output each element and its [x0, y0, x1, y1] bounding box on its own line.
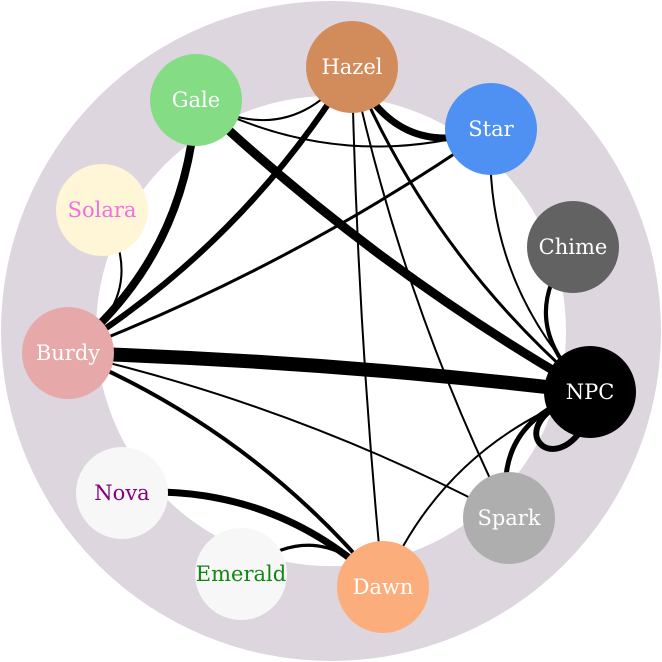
node-nova-label: Nova [94, 481, 149, 505]
node-star: Star [445, 83, 537, 175]
node-gale: Gale [150, 54, 242, 146]
node-npc-circle [544, 346, 636, 438]
edge-npc-npc [533, 401, 583, 452]
edge-burdy-dawn [66, 351, 385, 589]
node-dawn: Dawn [337, 541, 429, 633]
node-chime: Chime [527, 201, 619, 293]
node-emerald-label: Emerald [196, 562, 286, 586]
edge-star-burdy [66, 127, 493, 355]
node-dawn-circle [337, 541, 429, 633]
node-solara: Solara [56, 164, 148, 256]
node-npc-label: NPC [566, 380, 615, 404]
node-chime-circle [527, 201, 619, 293]
node-chime-label: Chime [539, 235, 608, 259]
node-npc: NPC [544, 346, 636, 438]
edge-hazel-burdy [65, 64, 355, 356]
node-star-circle [445, 83, 537, 175]
node-nova: Nova [76, 447, 168, 539]
edge-burdy-spark [67, 352, 510, 519]
node-star-label: Star [468, 117, 514, 141]
node-burdy-circle [22, 307, 114, 399]
node-burdy-label: Burdy [36, 341, 100, 365]
node-hazel-circle [306, 21, 398, 113]
edge-burdy-npc [61, 346, 597, 399]
edge-gale-npc [191, 95, 595, 397]
node-hazel: Hazel [306, 21, 398, 113]
node-burdy: Burdy [22, 307, 114, 399]
node-gale-circle [150, 54, 242, 146]
node-spark: Spark [463, 472, 555, 564]
node-solara-circle [56, 164, 148, 256]
node-emerald: Emerald [195, 528, 287, 620]
node-emerald-circle [195, 528, 287, 620]
edge-hazel-dawn [351, 66, 384, 588]
node-spark-circle [463, 472, 555, 564]
node-solara-label: Solara [68, 198, 137, 222]
node-dawn-label: Dawn [353, 575, 414, 599]
node-gale-label: Gale [172, 88, 220, 112]
node-hazel-label: Hazel [321, 55, 382, 79]
node-spark-label: Spark [477, 506, 540, 530]
edge-hazel-spark [351, 66, 510, 519]
edge-hazel-npc [350, 65, 592, 394]
node-nova-circle [76, 447, 168, 539]
